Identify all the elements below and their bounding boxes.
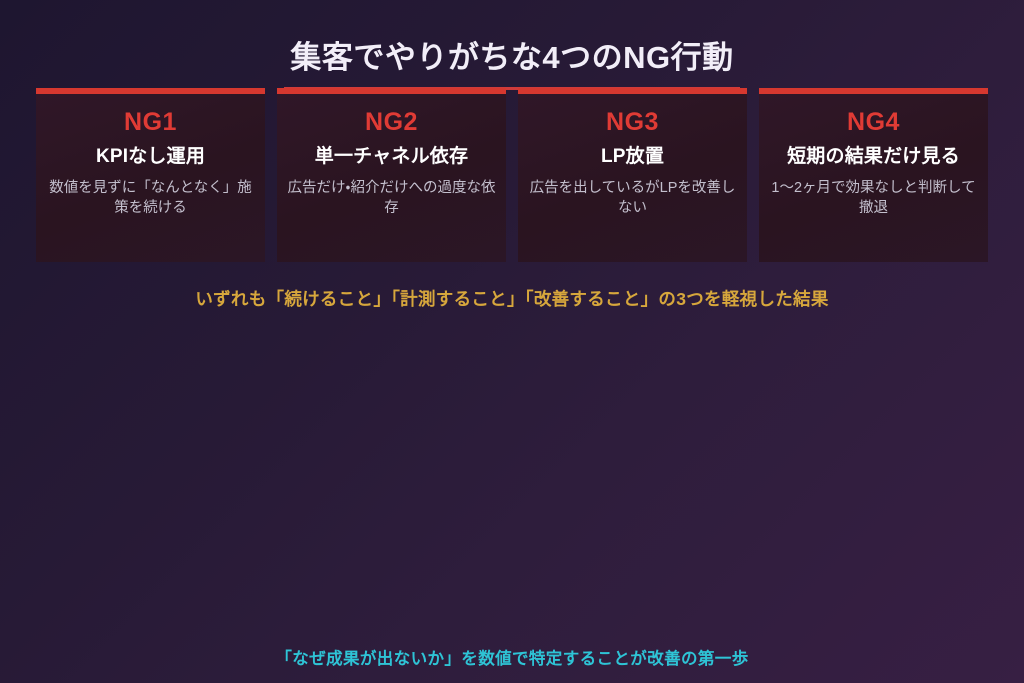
footer-callout-text: 「なぜ成果が出ないか」を数値で特定することが改善の第一歩: [275, 650, 749, 668]
card-title-label: LP放置: [600, 145, 665, 167]
summary-text: いずれも「続けること」「計測すること」「改善すること」の3つを軽視した結果: [195, 289, 829, 309]
card-description-text: 広告を出しているがLPを改善しない: [529, 179, 736, 217]
card-badge-label: NG2: [365, 108, 418, 136]
card-description-text: 広告だけ・紹介だけへの過度な依存: [287, 179, 496, 217]
card-accent-bar: [36, 88, 265, 94]
card-badge-label: NG4: [847, 108, 900, 136]
card-badge-label: NG1: [124, 108, 177, 136]
card-description-text: 1〜2ヶ月で効果なしと判断して撤退: [771, 179, 976, 217]
ng-card-list: NG1 KPIなし運用 数値を見ずに「なんとなく」施策を続ける NG2 単一チャ…: [36, 88, 988, 262]
ng-card-3: NG3 LP放置 広告を出しているがLPを改善しない: [518, 88, 747, 262]
card-accent-bar: [518, 88, 747, 94]
ng-card-2: NG2 単一チャネル依存 広告だけ・紹介だけへの過度な依存: [277, 88, 506, 262]
card-accent-bar: [759, 88, 988, 94]
ng-card-4: NG4 短期の結果だけ見る 1〜2ヶ月で効果なしと判断して撤退: [759, 88, 988, 262]
card-title-label: KPIなし運用: [95, 145, 206, 167]
card-description-text: 数値を見ずに「なんとなく」施策を続ける: [49, 179, 252, 217]
title-container: 集客でやりがちな4つのNG行動: [0, 18, 1024, 110]
ng-card-1: NG1 KPIなし運用 数値を見ずに「なんとなく」施策を続ける: [36, 88, 265, 262]
card-title-label: 単一チャネル依存: [314, 145, 469, 167]
card-badge-label: NG3: [606, 108, 659, 136]
page-title: 集客でやりがちな4つのNG行動: [284, 39, 740, 90]
card-title-label: 短期の結果だけ見る: [787, 145, 960, 167]
card-accent-bar: [277, 88, 506, 94]
